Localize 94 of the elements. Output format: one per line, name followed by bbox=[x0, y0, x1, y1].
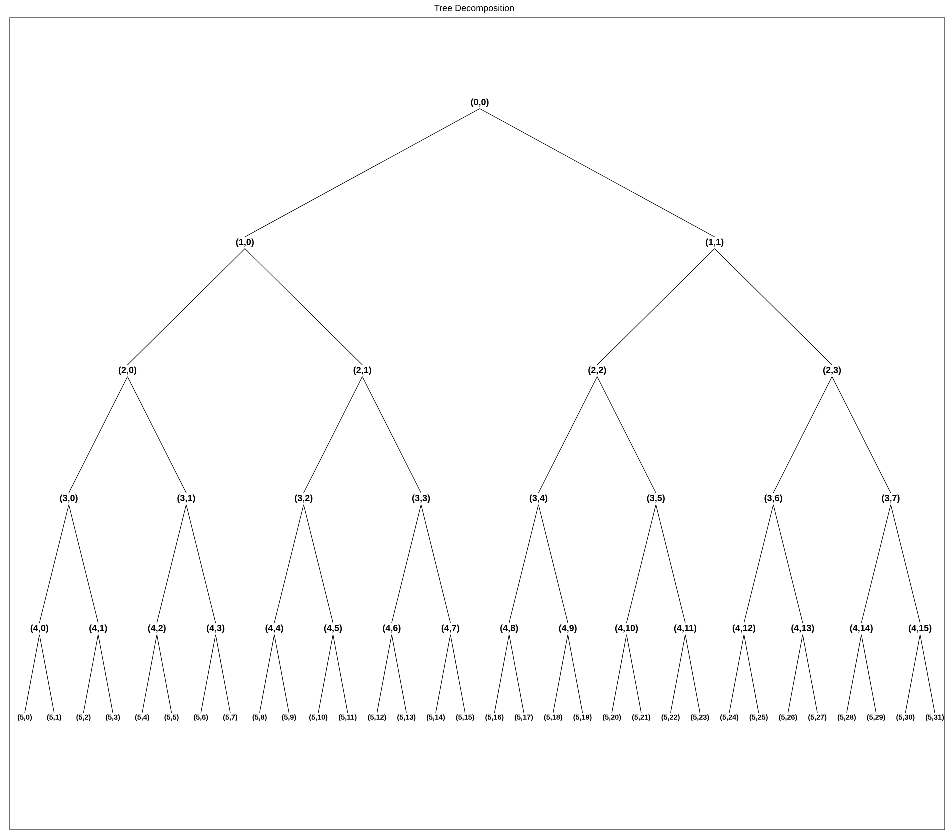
node-label: (4,13) bbox=[792, 624, 814, 634]
tree-edge bbox=[274, 504, 304, 624]
node-label: (2,1) bbox=[354, 366, 372, 376]
node-label: (4,11) bbox=[674, 624, 697, 634]
tree-edge bbox=[83, 634, 99, 714]
tree-edge bbox=[244, 108, 480, 238]
node-label: (1,1) bbox=[706, 238, 724, 248]
node-label: (4,10) bbox=[615, 624, 638, 634]
tree-edge bbox=[200, 634, 216, 714]
tree-edge bbox=[861, 634, 877, 714]
tree-edge bbox=[494, 634, 510, 714]
tree-edge bbox=[773, 376, 833, 494]
tree-edge bbox=[861, 504, 892, 624]
node-label: (4,2) bbox=[148, 624, 166, 634]
tree-edge bbox=[597, 376, 656, 494]
tree-edge bbox=[450, 634, 466, 714]
tree-edge bbox=[142, 634, 158, 714]
tree-edge bbox=[685, 634, 700, 714]
tree-edge bbox=[920, 634, 936, 714]
tree-edge bbox=[244, 248, 363, 366]
node-label: (3,7) bbox=[882, 494, 900, 504]
tree-edge bbox=[332, 634, 348, 714]
tree-edge bbox=[127, 248, 246, 366]
tree-edge bbox=[392, 504, 422, 624]
tree-edge bbox=[127, 376, 187, 494]
node-label: (4,7) bbox=[442, 624, 460, 634]
tree-edge bbox=[24, 634, 40, 714]
node-label: (1,0) bbox=[236, 238, 254, 248]
tree-edge bbox=[773, 504, 804, 624]
tree-edge bbox=[186, 504, 216, 624]
tree-edge bbox=[714, 248, 833, 366]
tree-edge bbox=[376, 634, 392, 714]
tree-edge bbox=[626, 634, 642, 714]
node-label: (4,9) bbox=[559, 624, 577, 634]
tree-edge bbox=[509, 634, 524, 714]
node-label: (3,2) bbox=[295, 494, 313, 504]
tree-edge bbox=[744, 634, 760, 714]
tree-edge bbox=[509, 504, 540, 624]
tree-edge bbox=[729, 634, 744, 714]
tree-edge bbox=[304, 376, 363, 494]
tree-edge bbox=[156, 504, 187, 624]
node-label: (3,0) bbox=[60, 494, 78, 504]
tree-edge bbox=[538, 504, 568, 624]
chart-title: Tree Decomposition bbox=[434, 4, 514, 14]
tree-edge bbox=[318, 634, 334, 714]
node-label: (3,3) bbox=[412, 494, 430, 504]
node-label: (4,15) bbox=[909, 624, 932, 634]
tree-edge bbox=[156, 634, 172, 714]
tree-edge bbox=[670, 634, 686, 714]
node-label: (4,8) bbox=[500, 624, 518, 634]
tree-edge bbox=[216, 634, 231, 714]
node-label: (4,12) bbox=[732, 624, 756, 634]
node-label: (3,6) bbox=[764, 494, 782, 504]
tree-edge bbox=[260, 634, 275, 714]
node-label: (2,3) bbox=[823, 366, 842, 376]
tree-edge bbox=[68, 376, 128, 494]
tree-edge bbox=[39, 634, 55, 714]
tree-edge bbox=[274, 634, 290, 714]
tree-edge bbox=[304, 504, 334, 624]
node-label: (3,5) bbox=[647, 494, 665, 504]
node-label: (4,0) bbox=[30, 624, 48, 634]
node-label: (2,2) bbox=[588, 366, 606, 376]
tree-edge bbox=[905, 634, 921, 714]
tree-edge bbox=[538, 376, 598, 494]
tree-edge bbox=[480, 108, 716, 238]
tree-edge bbox=[802, 634, 818, 714]
tree-edge bbox=[362, 376, 422, 494]
tree-edge bbox=[98, 634, 114, 714]
node-label: (2,0) bbox=[118, 366, 137, 376]
node-label: (4,3) bbox=[207, 624, 225, 634]
node-label: (4,14) bbox=[850, 624, 873, 634]
tree-edge bbox=[421, 504, 451, 624]
tree-edge bbox=[568, 634, 584, 714]
tree-edge bbox=[553, 634, 568, 714]
node-label: (4,6) bbox=[383, 624, 401, 634]
node-label: (0,0) bbox=[471, 98, 489, 108]
node-label: (4,1) bbox=[90, 624, 108, 634]
node-label: (3,1) bbox=[178, 494, 196, 504]
tree-edge bbox=[436, 634, 451, 714]
tree-edge bbox=[656, 504, 686, 624]
node-label: (4,5) bbox=[324, 624, 342, 634]
tree-edge bbox=[39, 504, 70, 624]
tree-edge bbox=[832, 376, 892, 494]
tree-edge bbox=[744, 504, 774, 624]
tree-edge bbox=[846, 634, 862, 714]
tree-edge bbox=[890, 504, 921, 624]
tree-edge bbox=[788, 634, 804, 714]
node-label: (3,4) bbox=[530, 494, 548, 504]
tree-edge bbox=[597, 248, 716, 366]
tree-edge bbox=[612, 634, 628, 714]
tree-edge bbox=[68, 504, 99, 624]
tree-edge bbox=[626, 504, 656, 624]
tree-edge bbox=[392, 634, 407, 714]
node-label: (4,4) bbox=[266, 624, 284, 634]
